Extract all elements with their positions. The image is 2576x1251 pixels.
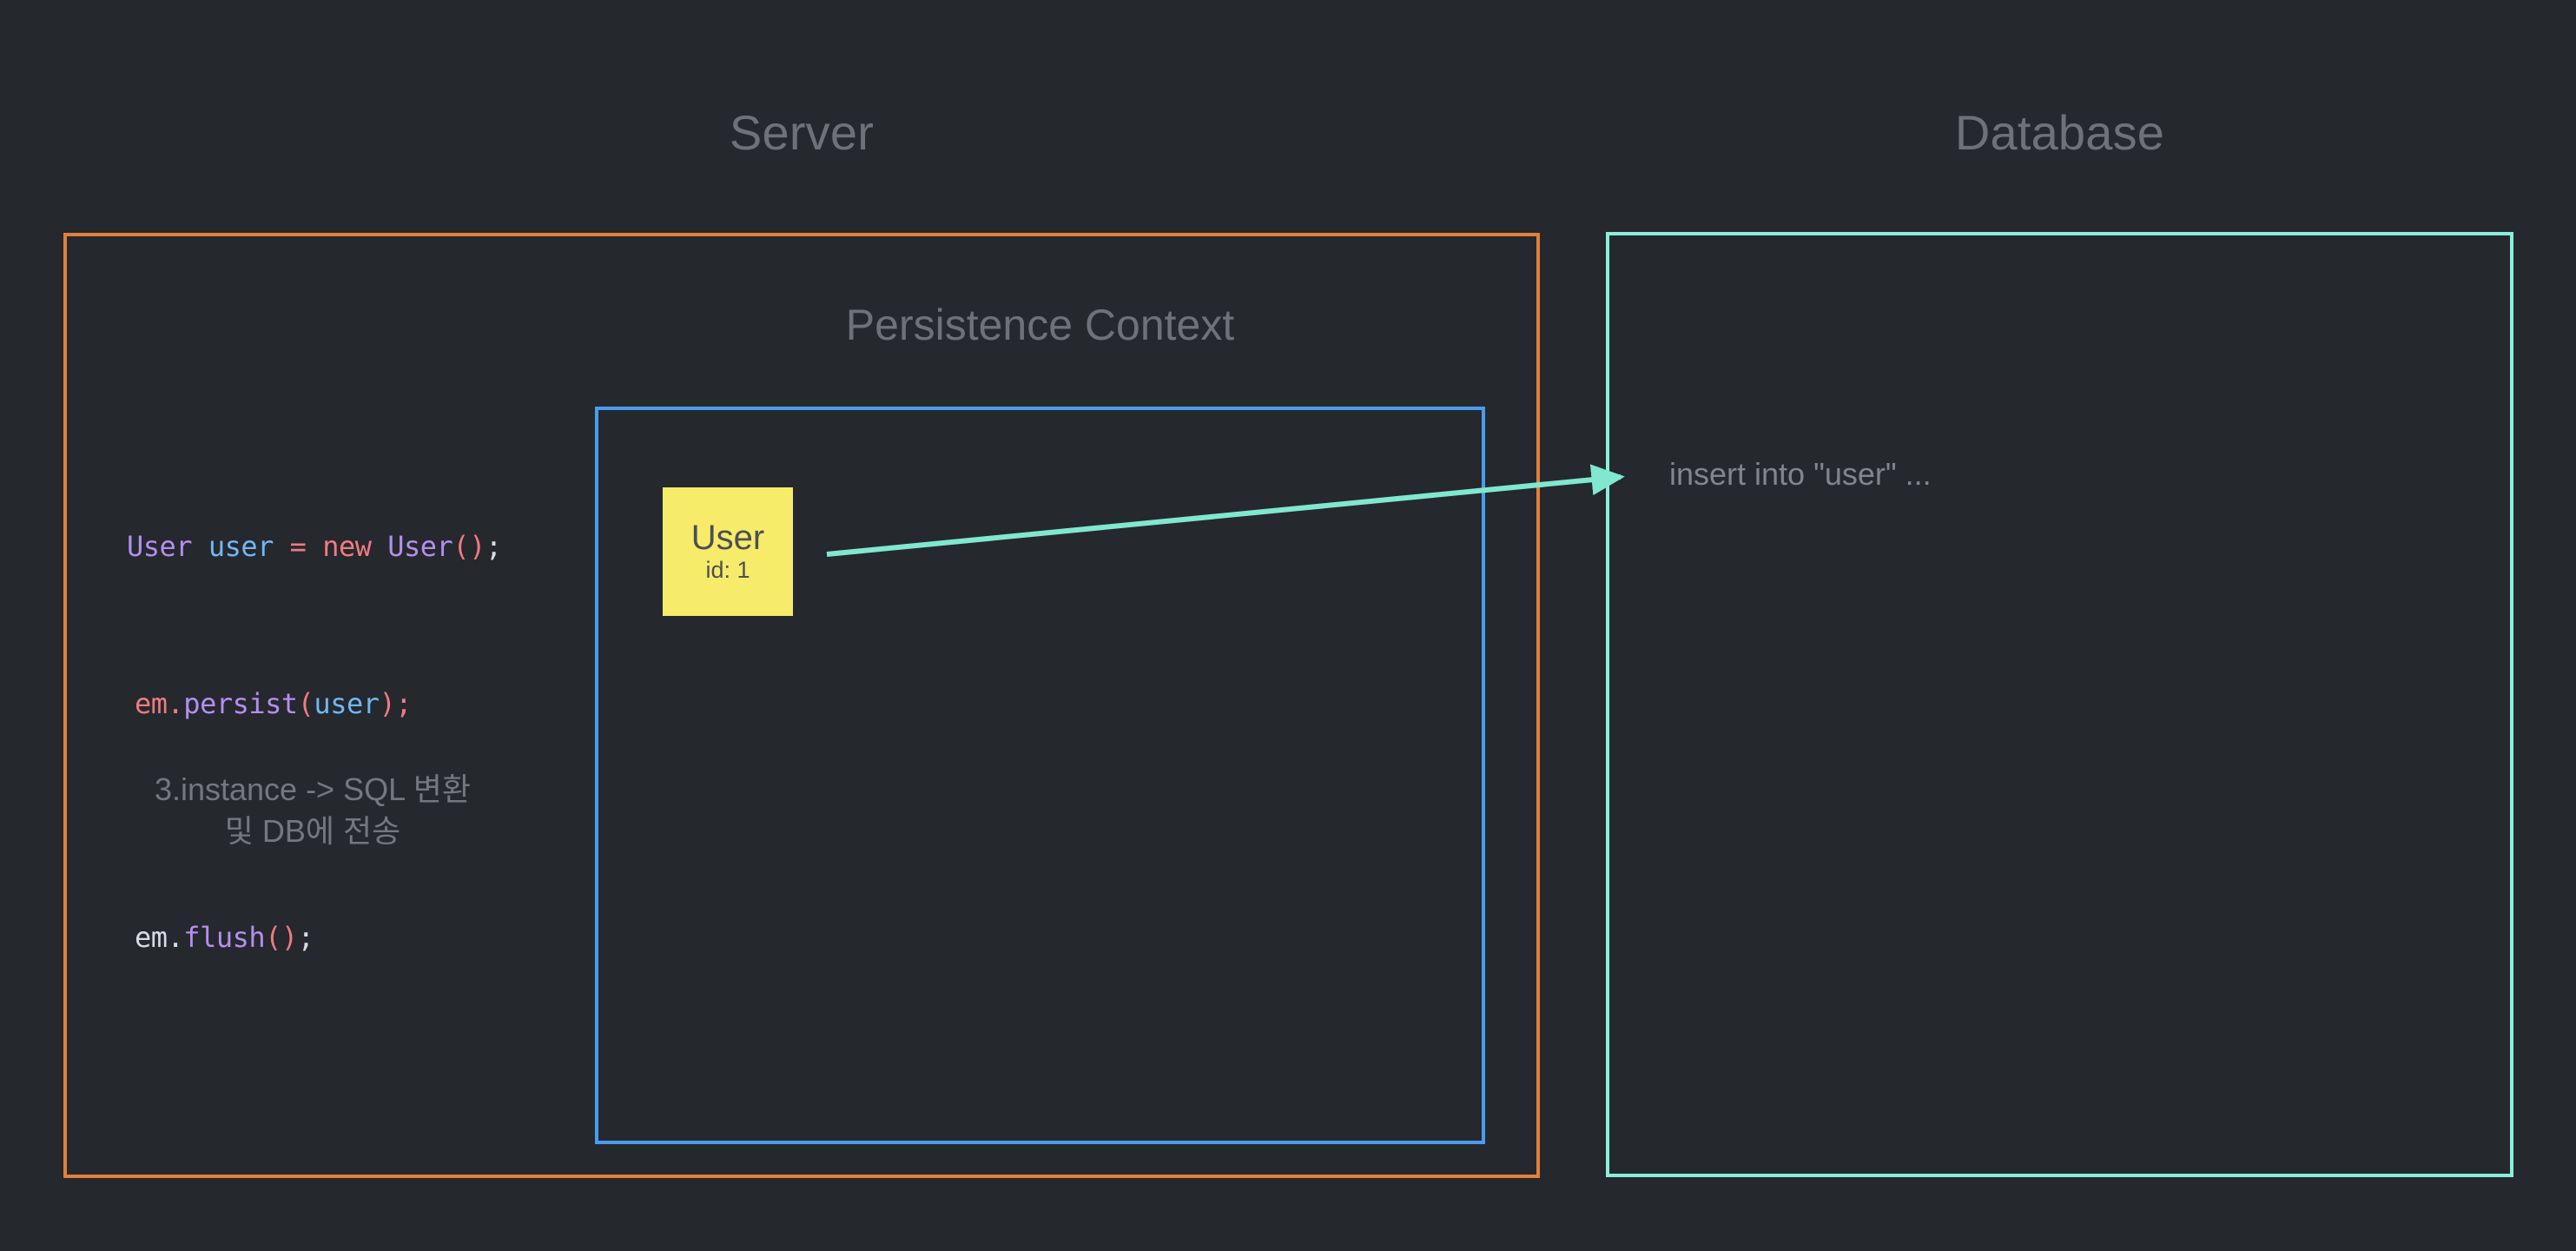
code-token: new [322, 530, 372, 563]
code-token: = [289, 530, 307, 563]
flow-annotation: 3.instance -> SQL 변환 및 DB에 전송 [87, 769, 538, 851]
code-token: em [135, 687, 168, 720]
code-token: ; [395, 687, 413, 720]
code-line-em-flush: em.flush(); [135, 921, 314, 954]
flow-annotation-line-1: 3.instance -> SQL 변환 [154, 771, 472, 807]
persistence-context-title: Persistence Context [845, 301, 1235, 349]
user-entity-id-field: id: 1 [705, 557, 750, 584]
database-title: Database [1954, 105, 2165, 160]
code-token: ; [297, 921, 314, 954]
persistence-context-box [595, 407, 1485, 1144]
code-token: () [265, 921, 298, 954]
code-token [192, 530, 208, 563]
server-region-box [63, 233, 1540, 1178]
user-entity-card: User id: 1 [663, 487, 793, 616]
code-line-em-persist: em.persist(user); [135, 687, 413, 720]
code-token: em [135, 921, 168, 954]
code-token: User [127, 530, 193, 563]
database-sql-statement: insert into "user" ... [1669, 456, 1932, 492]
code-token: ) [379, 687, 396, 720]
code-token: User [387, 530, 453, 563]
server-title: Server [729, 105, 875, 160]
code-token [274, 530, 290, 563]
user-entity-name: User [690, 519, 765, 558]
code-token: ( [297, 687, 314, 720]
code-token: user [208, 530, 274, 563]
database-region-box [1606, 232, 2513, 1177]
code-token [306, 530, 322, 563]
code-token: . [167, 687, 184, 720]
code-token: . [167, 921, 184, 954]
code-line-new-user: User user = new User(); [127, 530, 502, 563]
code-token: user [314, 687, 380, 720]
code-token: () [452, 530, 485, 563]
code-token: persist [183, 687, 298, 720]
code-token: ; [485, 530, 502, 563]
code-token: flush [183, 921, 266, 954]
code-token [371, 530, 387, 563]
flow-annotation-line-2: 및 DB에 전송 [224, 812, 401, 849]
